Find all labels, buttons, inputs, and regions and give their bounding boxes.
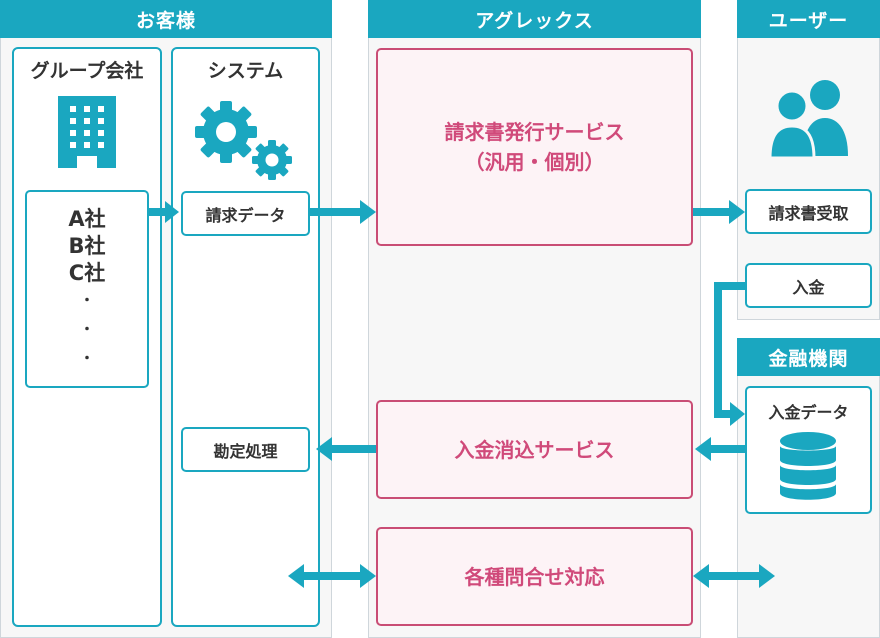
- system-title: システム: [207, 60, 284, 82]
- billing-data-box: 請求データ: [181, 191, 310, 236]
- invoice-service-box: 請求書発行サービス （汎用・個別）: [376, 48, 693, 246]
- reconciliation-box: 勘定処理: [181, 427, 310, 472]
- payment-data-title: 入金データ: [768, 403, 849, 422]
- payment-service-title: 入金消込サービス: [454, 437, 615, 462]
- payment-service-box: 入金消込サービス: [376, 400, 693, 499]
- company-list: A社 B社 C社 ・ ・ ・: [68, 206, 105, 374]
- arrow-invoice-to-receipt: [693, 200, 745, 224]
- database-icon: [780, 432, 836, 500]
- invoice-receipt-box: 請求書受取: [745, 189, 872, 234]
- customer-header: お客様: [0, 0, 332, 38]
- company-c: C社: [68, 261, 106, 285]
- ellipsis-dot: ・: [79, 322, 94, 338]
- invoice-service-subtitle: （汎用・個別）: [464, 150, 605, 174]
- payment-box: 入金: [745, 263, 872, 308]
- bank-header: 金融機関: [737, 338, 880, 376]
- arrow-billing-to-invoice: [310, 200, 376, 224]
- building-icon: [58, 96, 116, 168]
- ellipsis-dot: ・: [79, 293, 94, 309]
- company-a: A社: [68, 207, 106, 231]
- agrex-header: アグレックス: [368, 0, 701, 38]
- invoice-service-title: 請求書発行サービス: [444, 120, 625, 144]
- arrow-bank-to-payment-service: [695, 437, 745, 461]
- arrow-payment-to-bank: [714, 282, 745, 426]
- user-header: ユーザー: [737, 0, 880, 38]
- arrow-inquiry-user: [693, 564, 775, 588]
- gears-icon: [195, 101, 292, 180]
- inquiry-service-box: 各種問合せ対応: [376, 527, 693, 626]
- company-b: B社: [68, 234, 106, 258]
- group-company-title: グループ会社: [30, 60, 144, 82]
- arrow-payment-service-to-reconciliation: [316, 437, 376, 461]
- users-icon: [768, 80, 848, 160]
- inquiry-service-title: 各種問合せ対応: [464, 564, 605, 589]
- arrow-inquiry-customer: [288, 564, 376, 588]
- ellipsis-dot: ・: [79, 351, 94, 367]
- arrow-companies-to-billing: [149, 201, 179, 223]
- company-list-box: A社 B社 C社 ・ ・ ・: [25, 190, 149, 388]
